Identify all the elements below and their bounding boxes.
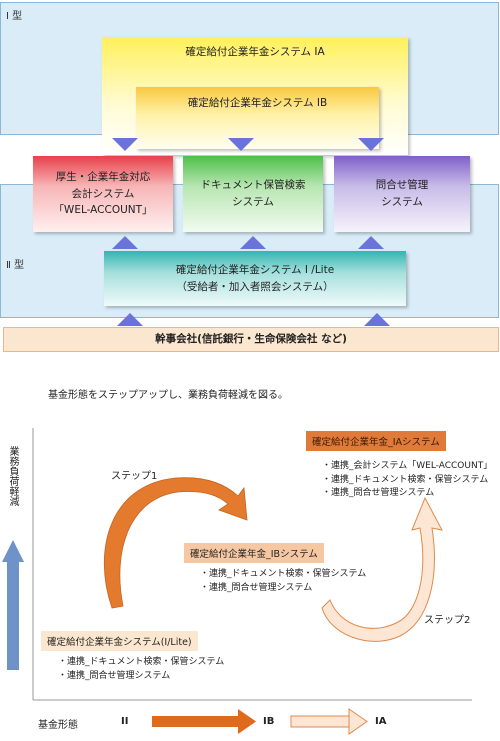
ib-item-1: ・連携_ドキュメント検索・保管システム: [200, 569, 367, 579]
x-stage-1: II: [121, 716, 129, 727]
lite-item-2: ・連携_問合せ管理システム: [58, 670, 171, 681]
inquiry-line2: システム: [381, 196, 423, 208]
arrow-up-document-icon: [240, 236, 266, 249]
arrow-up-inquiry-icon: [358, 236, 384, 249]
stage-arrow-1-shaft: [152, 716, 240, 727]
x-stage-2: IB: [263, 716, 275, 727]
arrow-up-lite-left-icon: [117, 313, 143, 326]
y-arrow-shaft: [7, 560, 19, 670]
system-ib-label: 確定給付企業年金システム ⅠB: [187, 97, 328, 109]
type2-label: Ⅱ 型: [6, 260, 25, 271]
system-ia-label: 確定給付企業年金システム ⅠA: [185, 46, 325, 58]
step1-label: ステップ1: [111, 471, 158, 482]
ib-items: ・連携_ドキュメント検索・保管システム ・連携_問合せ管理システム: [200, 568, 366, 595]
y-arrow-head: [2, 540, 24, 562]
arrow-down-inquiry-icon: [358, 138, 384, 151]
step2-label: ステップ2: [424, 615, 471, 626]
stage-arrow-2-shaft: [290, 715, 352, 728]
y-axis-label: 業務負荷軽減: [7, 446, 18, 506]
lite-item-1: ・連携_ドキュメント検索・保管システム: [58, 657, 225, 667]
welfare-accounting-box: 厚生・企業年金対応 会計システム 「WEL-ACCOUNT」: [33, 156, 173, 232]
arrow-down-document-icon: [228, 138, 254, 151]
inquiry-line1: 問合せ管理: [375, 179, 429, 192]
x-axis-label: 基金形態: [38, 720, 78, 731]
inquiry-system-box: 問合せ管理 システム: [334, 156, 470, 232]
ia-items: ・連携_会計システム「WEL-ACCOUNT」 ・連携_ドキュメント検索・保管シ…: [322, 460, 492, 501]
document-line1: ドキュメント保管検索: [200, 179, 306, 192]
step2-curve-arrow: [321, 496, 443, 642]
ia-item-1: ・連携_会計システム「WEL-ACCOUNT」: [322, 461, 493, 471]
arrow-down-welfare-icon: [112, 138, 138, 151]
manager-bar: 幹事会社(信託銀行・生命保険会社 など): [3, 327, 499, 352]
ia-item-3: ・連携_問合せ管理システム: [322, 488, 435, 498]
manager-label: 幹事会社(信託銀行・生命保険会社 など): [155, 333, 347, 346]
system-ib-box: 確定給付企業年金システム ⅠB: [136, 87, 379, 149]
step1-curve-arrow: [103, 477, 248, 609]
lite-title: 確定給付企業年金システム(I/Lite): [41, 631, 198, 651]
welfare-line3: 「WEL-ACCOUNT」: [53, 204, 153, 217]
step-diagram: [2, 428, 472, 735]
document-system-box: ドキュメント保管検索 システム: [183, 156, 323, 232]
stage-arrow-2-head: [348, 708, 368, 735]
document-line2: システム: [232, 196, 274, 208]
stage-arrow-1-head: [238, 709, 256, 734]
ib-item-2: ・連携_問合せ管理システム: [200, 582, 313, 593]
arrow-up-lite-right-icon: [364, 313, 390, 326]
type1-label: Ⅰ 型: [6, 11, 23, 22]
x-stage-3: IA: [375, 716, 387, 727]
ia-item-2: ・連携_ドキュメント検索・保管システム: [322, 474, 489, 485]
lite-line1: 確定給付企業年金システム Ⅰ /Lite: [175, 263, 335, 276]
arrow-up-welfare-icon: [112, 236, 138, 249]
intro-text: 基金形態をステップアップし、業務負荷軽減を図る。: [48, 390, 288, 401]
ib-title: 確定給付企業年金_IBシステム: [184, 543, 324, 563]
welfare-line2: 会計システム: [71, 187, 135, 200]
lite-items: ・連携_ドキュメント検索・保管システム ・連携_問合せ管理システム: [58, 656, 224, 683]
system-lite-box: 確定給付企業年金システム Ⅰ /Lite （受給者・加入者照会システム）: [104, 251, 406, 306]
welfare-line1: 厚生・企業年金対応: [55, 170, 151, 183]
ia-title: 確定給付企業年金_IAシステム: [306, 431, 446, 451]
lite-line2: （受給者・加入者照会システム）: [176, 280, 334, 293]
